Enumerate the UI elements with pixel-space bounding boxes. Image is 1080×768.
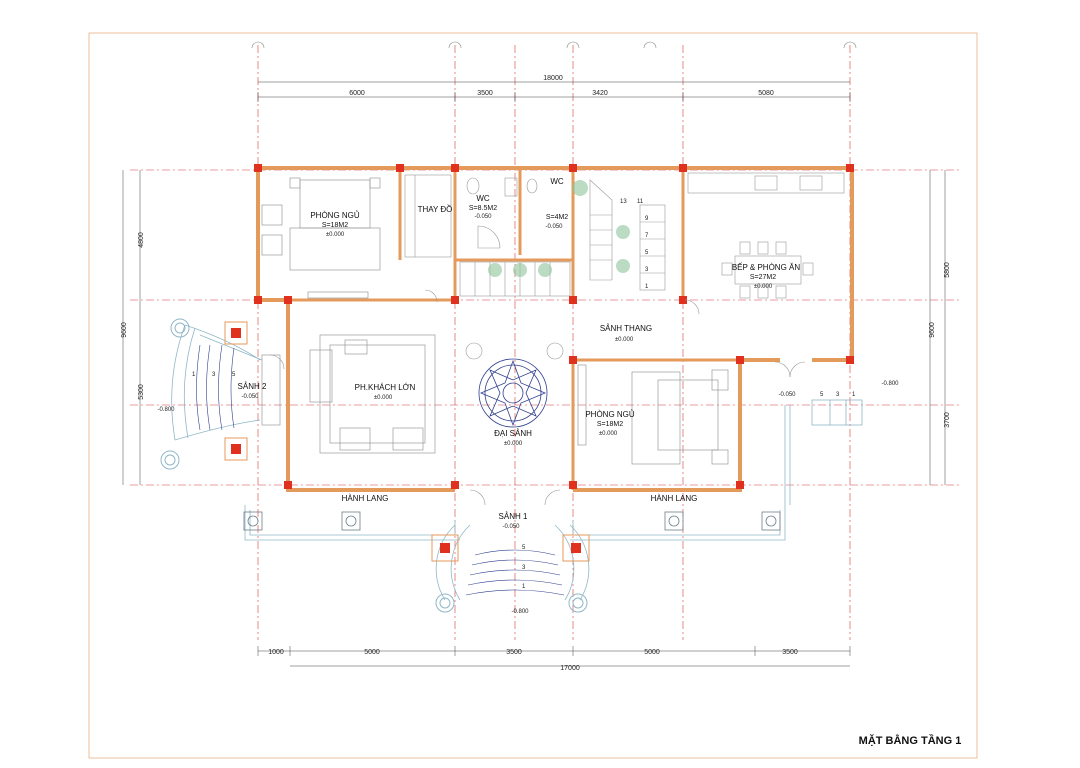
terrace-pillars [243,511,781,531]
room-name-closet: THAY ĐỒ [418,204,453,214]
level-ext-bottom: -0.800 [511,609,529,615]
dimension-lines [122,81,946,667]
dim-right-seg1: 5800 [944,262,951,278]
level-kitchen: ±0.000 [754,284,773,290]
room-name-corridor-left: HÀNH LANG [342,494,389,503]
room-name-corridor-right: HÀNH LANG [651,494,698,503]
level-hall: ±0.000 [504,441,523,447]
front-step-number: 5 [522,545,526,551]
dim-left-seg2: 5300 [138,384,145,400]
side-step-number: 5 [232,372,236,378]
room-name-hall: ĐẠI SẢNH [494,429,532,438]
dim-left-seg1: 4800 [138,232,145,248]
stair-number: 7 [645,233,649,239]
right-step-number: 5 [820,392,824,398]
main-stair [589,179,666,291]
right-porch [784,399,863,505]
stair-number: 1 [645,284,649,290]
room-name-living: PH.KHÁCH LỚN [355,383,416,392]
hall-plants [465,342,564,360]
stair-number: 5 [645,250,649,256]
dim-bottom-seg3: 5000 [644,649,660,656]
axis-grid [130,45,960,640]
column-bases [160,318,588,613]
room-area-bedroom1: S=18M2 [322,222,348,229]
room-area-bedroom2: S=18M2 [597,421,623,428]
room-name-stairhall: SẢNH THANG [600,324,652,333]
dim-right-seg2: 3700 [944,412,951,428]
room-area-wc1: S=8.5M2 [469,205,497,212]
inner-plants [488,180,630,277]
hall-floor-medallion [478,358,548,428]
level-living: ±0.000 [374,395,393,401]
room-name-wc2: WC [550,177,564,186]
level-wc2: -0.050 [545,224,563,230]
front-step-number: 1 [522,584,526,590]
room-name-wc1: WC [476,194,490,203]
room-area-wc2: S=4M2 [546,214,568,221]
interior-walls [258,168,740,490]
room-name-bedroom2: PHÒNG NGỦ [585,410,635,419]
right-step-number: 1 [852,392,856,398]
dim-top-seg1: 6000 [349,90,365,97]
stair-number: 11 [637,199,644,205]
dim-bottom-total: 17000 [560,665,580,672]
dim-right-total: 9600 [929,322,936,338]
dim-bottom-seg0: 1000 [268,649,284,656]
sheet-border [88,32,978,759]
dim-bottom-seg2: 3500 [506,649,522,656]
room-name-lobby1: SẢNH 1 [499,512,528,521]
ornamental-planters [224,321,590,562]
bedroom1-furniture [261,177,381,299]
closet-shelves [404,174,452,258]
level-wc1: -0.050 [474,214,492,220]
side-step-number: 1 [192,372,196,378]
dim-top-seg4: 5080 [758,90,774,97]
room-name-lobby2: SẢNH 2 [238,382,267,391]
dim-bottom-seg1: 5000 [364,649,380,656]
level-bedroom1: ±0.000 [326,232,345,238]
axis-markers [251,41,857,49]
doors [269,289,806,506]
room-area-kitchen: S=27M2 [750,274,776,281]
wc-fixtures [466,177,538,249]
level-lobby1: -0.050 [502,524,520,530]
right-step-number: 3 [836,392,840,398]
stair-number: 3 [645,267,649,273]
drawing-title: MẶT BẰNG TẦNG 1 [859,734,962,747]
stair-number: 13 [620,199,627,205]
level-right-porch: -0.050 [778,392,796,398]
level-bedroom2: ±0.000 [599,431,618,437]
side-step-number: 3 [212,372,216,378]
stair-number: 9 [645,216,649,222]
dim-top-seg3: 3420 [592,90,608,97]
dim-bottom-seg4: 3500 [782,649,798,656]
bedroom2-furniture [577,364,729,465]
dim-left-total: 9600 [121,322,128,338]
level-lobby2: -0.050 [241,394,259,400]
room-name-kitchen: BẾP & PHÒNG ĂN [732,262,801,272]
level-ext-right: -0.800 [881,381,899,387]
room-name-bedroom1: PHÒNG NGỦ [310,211,360,220]
structural-columns [254,164,854,489]
dim-top-total: 18000 [543,75,563,82]
dim-top-seg2: 3500 [477,90,493,97]
side-steps [196,344,235,431]
kitchen-furniture [687,172,845,299]
level-stairhall: ±0.000 [615,337,634,343]
front-step-number: 3 [522,565,526,571]
level-ext-left: -0.800 [157,407,175,413]
front-steps [465,549,565,596]
